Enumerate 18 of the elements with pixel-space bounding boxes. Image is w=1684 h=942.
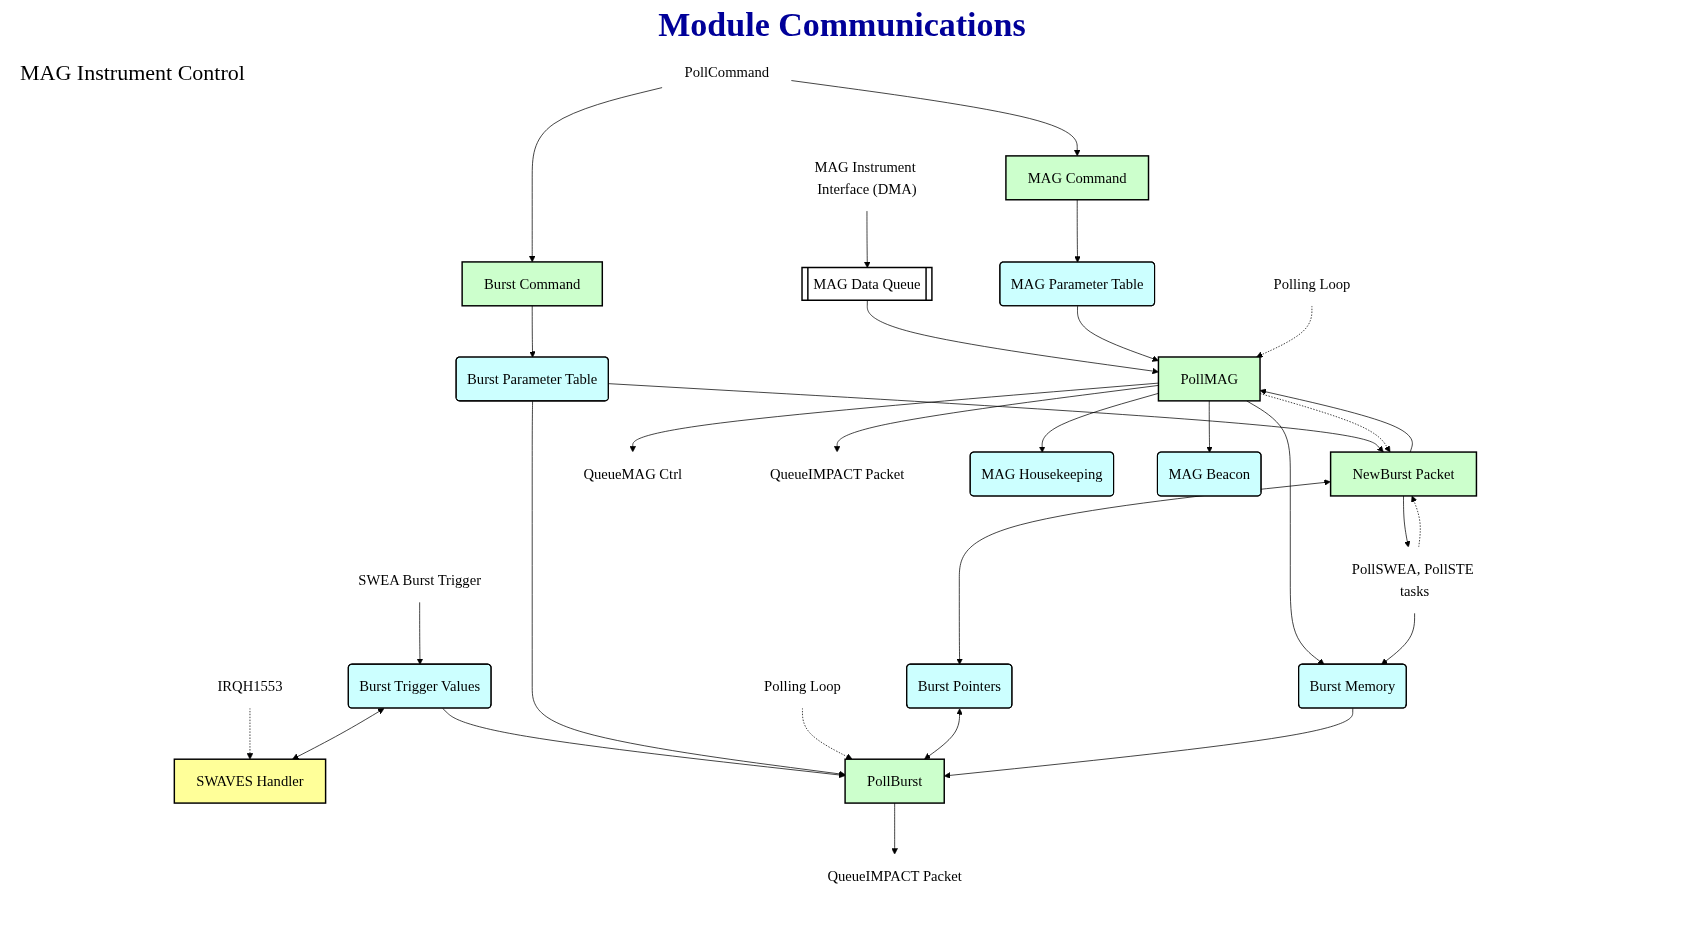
node-box: NewBurst Packet [1329,451,1478,497]
node-box: PollBurst [844,758,945,804]
node-text: PollCommand [684,63,770,80]
node-text: QueueMAG Ctrl [583,465,683,483]
node-text: Polling Loop [764,678,841,695]
node-text: QueueIMPACT Packet [769,465,905,483]
node-text: SWEA Burst Trigger [358,571,482,589]
node-text: QueueIMPACT Packet [827,868,962,885]
note-text: MAG Instrument Control [20,60,245,86]
node-text: PollSWEA, PollSTE tasks [1351,561,1474,600]
node-box: MAG Command [1005,155,1150,201]
node-box: SWAVES Handler [173,758,327,804]
node-text: IRQH1553 [217,678,283,695]
node-box: PollMAG [1157,356,1261,402]
node-text: Polling Loop [1273,275,1351,292]
node-box: Burst Command [461,261,604,307]
title: Module Communications [657,6,1027,44]
node-text: MAG Instrument Interface (DMA) [814,158,917,197]
